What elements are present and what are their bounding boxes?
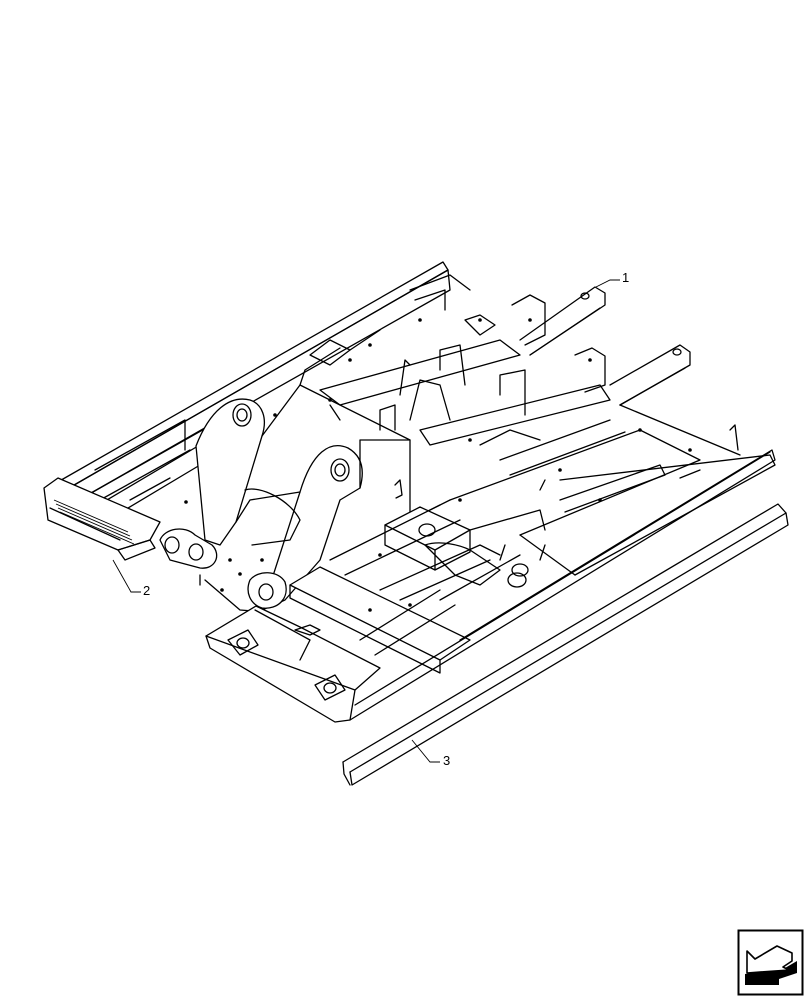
arrow-icon xyxy=(737,929,804,996)
callout-1-label: 1 xyxy=(622,270,630,285)
bolt-dots xyxy=(184,318,692,612)
previous-page-arrow-icon[interactable] xyxy=(737,929,804,996)
callout-2-label: 2 xyxy=(143,583,151,598)
callout-leader-3 xyxy=(411,739,440,763)
callout-3-label: 3 xyxy=(443,753,451,768)
callout-leader-2 xyxy=(112,559,141,593)
upper-frame-drawing xyxy=(43,261,776,723)
callout-leaders xyxy=(112,279,620,763)
callout-leader-1 xyxy=(595,279,620,288)
side-cover-strip-drawing xyxy=(342,503,789,786)
